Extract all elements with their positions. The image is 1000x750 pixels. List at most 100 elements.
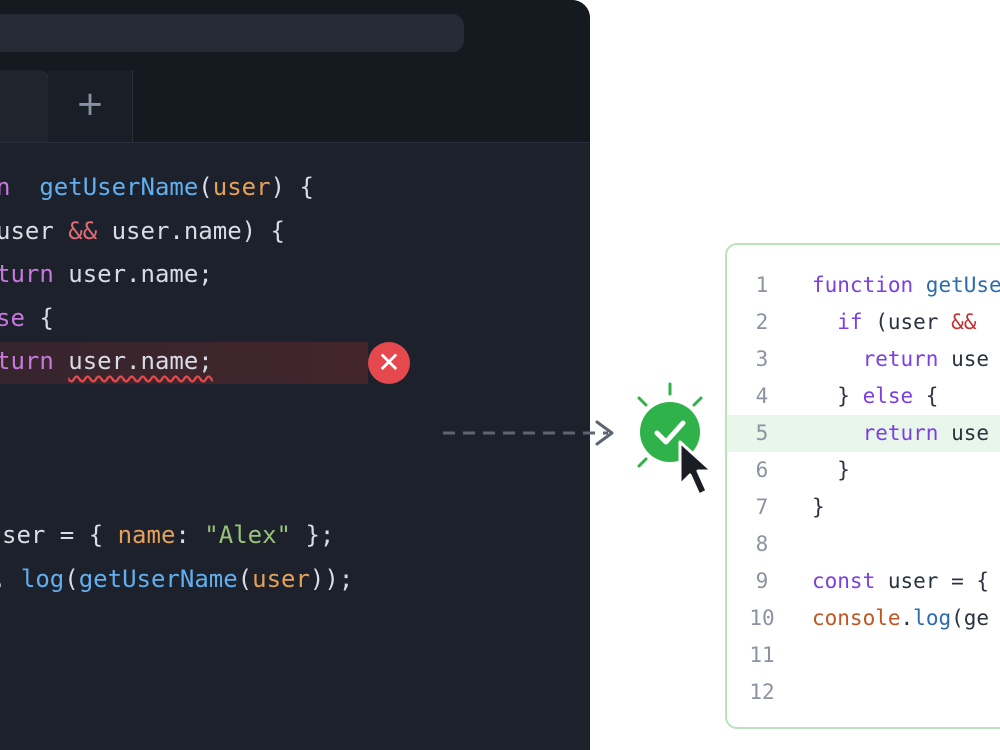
plus-icon: + bbox=[75, 84, 105, 124]
tab-bar: × + bbox=[0, 70, 590, 143]
code-line: turn user.name; bbox=[0, 253, 353, 297]
code-token: getUserName bbox=[78, 564, 238, 593]
code-token: } bbox=[812, 384, 863, 408]
code-line: 9 const user = { bbox=[727, 563, 1000, 600]
line-text: if (user && bbox=[812, 304, 976, 341]
code-token: turn bbox=[0, 347, 54, 375]
code-line: 10 console.log(ge bbox=[727, 600, 1000, 637]
code-token: ) { bbox=[270, 173, 314, 201]
line-number: 8 bbox=[755, 532, 769, 556]
line-text: function getUse bbox=[812, 267, 1000, 304]
code-token: return bbox=[812, 421, 939, 445]
code-token: ( bbox=[64, 564, 79, 593]
code-token: user.name; bbox=[53, 260, 213, 288]
code-token: user bbox=[212, 173, 271, 201]
mouse-pointer-icon bbox=[678, 440, 714, 497]
code-token: } bbox=[812, 458, 850, 482]
line-text: } else { bbox=[812, 378, 938, 415]
code-token: use bbox=[938, 421, 990, 445]
code-token: if bbox=[812, 310, 863, 334]
title-bar bbox=[0, 0, 590, 70]
code-line: 2 if (user && bbox=[727, 304, 1000, 341]
code-token: (user bbox=[862, 310, 952, 334]
code-line: 4 } else { bbox=[727, 378, 1000, 415]
code-token: return bbox=[812, 347, 939, 371]
line-number: 1 bbox=[755, 273, 769, 297]
code-token: const bbox=[812, 569, 876, 593]
tab-active[interactable]: × bbox=[0, 70, 49, 142]
code-token: } bbox=[812, 495, 825, 519]
code-editor: × + n getUserName(user) { user && user.n… bbox=[0, 0, 590, 750]
code-token: name bbox=[117, 521, 176, 549]
code-token: }; bbox=[291, 521, 335, 549]
line-number: 10 bbox=[749, 606, 775, 630]
address-bar[interactable] bbox=[0, 14, 464, 52]
line-number: 6 bbox=[755, 458, 769, 482]
check-circle-icon[interactable] bbox=[630, 382, 720, 502]
code-line: user && user.name) { bbox=[0, 210, 353, 254]
code-token: console bbox=[812, 606, 901, 630]
code-line: n getUserName(user) { bbox=[0, 166, 353, 210]
dashed-arrow bbox=[443, 420, 614, 446]
code-line bbox=[0, 427, 353, 471]
line-number: 7 bbox=[755, 495, 769, 519]
line-number: 5 bbox=[755, 421, 769, 445]
code-line: 11 bbox=[727, 637, 1000, 674]
line-number: 9 bbox=[755, 569, 769, 593]
code-token: getUserName bbox=[24, 173, 199, 201]
success-indicator bbox=[630, 382, 720, 502]
line-text: console.log(ge bbox=[812, 600, 989, 637]
code-line: . log(getUserName(user)); bbox=[0, 558, 353, 602]
code-token: function bbox=[812, 273, 914, 297]
code-token: { bbox=[24, 303, 54, 332]
code-token: "Alex" bbox=[204, 521, 291, 549]
new-tab-button[interactable]: + bbox=[48, 70, 133, 142]
line-text: const user = { bbox=[812, 563, 989, 600]
error-line-highlight bbox=[0, 342, 368, 384]
code-line: 1 function getUse bbox=[727, 267, 1000, 304]
code-line: se { bbox=[0, 297, 353, 341]
code-token: : bbox=[175, 521, 205, 549]
code-token: user bbox=[0, 216, 69, 245]
code-token: getUse bbox=[913, 273, 1000, 297]
code-token: )); bbox=[309, 564, 354, 593]
code-line: 7} bbox=[727, 489, 1000, 526]
code-token: turn bbox=[0, 260, 54, 288]
code-token bbox=[54, 347, 68, 375]
code-line: 12 bbox=[727, 674, 1000, 711]
code-token: else bbox=[862, 384, 914, 408]
code-token: . bbox=[900, 606, 914, 630]
code-token: ( bbox=[237, 564, 253, 593]
code-token: ( bbox=[198, 173, 213, 201]
line-text: } bbox=[812, 452, 850, 489]
line-number: 4 bbox=[755, 384, 769, 408]
code-line bbox=[0, 471, 353, 515]
code-token: (ge bbox=[951, 606, 990, 630]
line-text: return use bbox=[812, 341, 989, 378]
line-text: } bbox=[812, 489, 825, 526]
code-line-highlighted: 5 return use bbox=[727, 415, 1000, 452]
code-token: && bbox=[951, 310, 977, 334]
code-token: se bbox=[0, 303, 25, 332]
code-token: user = { bbox=[875, 569, 990, 593]
code-token-error: user.name; bbox=[68, 347, 213, 375]
code-line: 6 } bbox=[727, 452, 1000, 489]
code-token: && bbox=[68, 216, 98, 245]
code-token: log bbox=[20, 564, 65, 593]
code-token: ser = { bbox=[2, 521, 118, 549]
code-token: user bbox=[252, 564, 310, 593]
code-token: { bbox=[913, 384, 939, 408]
x-circle-icon[interactable]: ✕ bbox=[368, 342, 410, 384]
code-token: user.name) { bbox=[97, 216, 285, 245]
code-content: n getUserName(user) { user && user.name)… bbox=[0, 166, 353, 601]
line-number: 12 bbox=[749, 680, 775, 704]
line-text: return use bbox=[812, 415, 989, 452]
code-line-error: turn user.name; bbox=[0, 340, 353, 384]
code-line bbox=[0, 384, 353, 428]
line-number: 2 bbox=[755, 310, 769, 334]
line-number: 3 bbox=[755, 347, 769, 371]
code-token: use bbox=[938, 347, 990, 371]
code-token: log bbox=[913, 606, 952, 630]
